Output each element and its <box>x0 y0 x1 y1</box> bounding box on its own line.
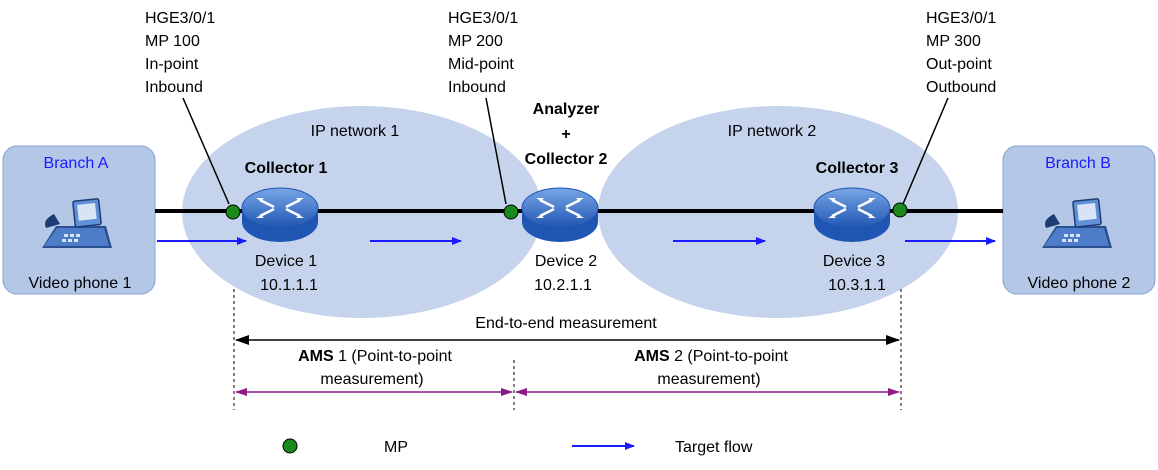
ip-network-1-label: IP network 1 <box>311 123 400 140</box>
collector-2-label: Collector 2 <box>525 151 608 168</box>
branch-a-label: Branch A <box>44 155 109 172</box>
ams-2-label-line2: measurement) <box>657 371 760 388</box>
legend-mp-label: MP <box>384 439 408 456</box>
mp-100-direction: Inbound <box>145 79 203 96</box>
mp-200-point: Mid-point <box>448 56 514 73</box>
mp-100-interface: HGE3/0/1 <box>145 10 215 27</box>
device-3-router-icon <box>812 186 892 244</box>
device-3-label: Device 3 <box>823 253 885 270</box>
mp-200-direction: Inbound <box>448 79 506 96</box>
mp-300-direction: Outbound <box>926 79 996 96</box>
analyzer-plus-label: + <box>561 126 570 143</box>
device-3-ip: 10.3.1.1 <box>828 277 886 294</box>
mp-100-id: MP 100 <box>145 33 200 50</box>
device-2-label: Device 2 <box>535 253 597 270</box>
branch-b-label: Branch B <box>1045 155 1111 172</box>
mp-200-interface: HGE3/0/1 <box>448 10 518 27</box>
mp-300-interface: HGE3/0/1 <box>926 10 996 27</box>
collector-3-label: Collector 3 <box>816 160 899 177</box>
mp-200-dot <box>503 204 519 220</box>
device-2-router-icon <box>520 186 600 244</box>
analyzer-label: Analyzer <box>533 101 600 118</box>
device-1-router-icon <box>240 186 320 244</box>
mp-300-id: MP 300 <box>926 33 981 50</box>
collector-1-label: Collector 1 <box>245 160 328 177</box>
mp-300-point: Out-point <box>926 56 992 73</box>
legend-mp-dot <box>282 438 298 454</box>
ams-2-label-line1: AMS 2 (Point-to-point <box>634 348 788 365</box>
device-2-ip: 10.2.1.1 <box>534 277 592 294</box>
end-to-end-label: End-to-end measurement <box>475 315 657 332</box>
mp-100-dot <box>225 204 241 220</box>
mp-200-callout <box>485 97 507 205</box>
ams-1-label-line1: AMS 1 (Point-to-point <box>298 348 452 365</box>
ams-1-label-line2: measurement) <box>320 371 423 388</box>
mp-100-point: In-point <box>145 56 199 73</box>
mp-200-id: MP 200 <box>448 33 503 50</box>
legend-flow-label: Target flow <box>675 439 753 456</box>
device-1-ip: 10.1.1.1 <box>260 277 318 294</box>
video-phone-2-label: Video phone 2 <box>1028 275 1131 292</box>
device-1-label: Device 1 <box>255 253 317 270</box>
mp-300-dot <box>892 202 908 218</box>
ip-network-2-label: IP network 2 <box>728 123 817 140</box>
mp-300-callout <box>902 97 949 205</box>
video-phone-1-label: Video phone 1 <box>29 275 132 292</box>
mp-100-callout <box>182 97 230 205</box>
